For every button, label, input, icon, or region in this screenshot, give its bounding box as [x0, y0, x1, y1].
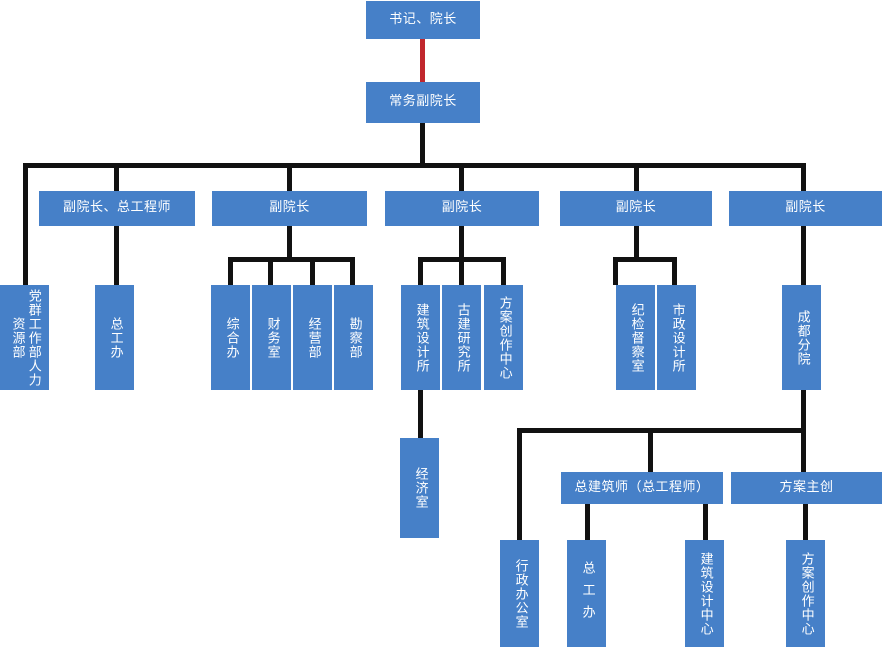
node-ancient-architecture-institute[interactable]: 古建研究所: [442, 285, 481, 390]
node-architecture-design-institute[interactable]: 建筑设计所: [401, 285, 440, 390]
connector-vp-2-drop-3: [310, 257, 315, 285]
node-admin-office[interactable]: 行政办公室: [500, 540, 539, 647]
node-executive-vice-president[interactable]: 常务副院长: [366, 82, 480, 123]
node-vp-chief-engineer[interactable]: 副院长、总工程师: [39, 191, 195, 226]
connector-chief-architect-to-design-center: [703, 504, 708, 541]
node-architecture-design-center[interactable]: 建筑设计中心: [685, 540, 724, 647]
connector-vp-2-drop-2: [268, 257, 273, 285]
connector-vp-3-trunk: [459, 226, 464, 259]
node-chengdu-branch[interactable]: 成都分院: [782, 285, 821, 390]
connector-chengdu-branch-bus: [517, 428, 806, 433]
node-vp-3[interactable]: 副院长: [385, 191, 539, 226]
connector-bus-to-vp-5: [801, 163, 806, 193]
node-chief-engineer-office[interactable]: 总工办: [95, 285, 134, 390]
node-finance-office[interactable]: 财务室: [252, 285, 291, 390]
node-branch-chief-engineer-office[interactable]: 总工办: [567, 540, 606, 647]
connector-bus-to-party-hr: [23, 163, 28, 285]
node-party-work-and-hr-dept[interactable]: 党群工作部人力资源部: [0, 285, 49, 390]
connector-vp-5-to-chengdu-branch: [801, 226, 806, 285]
connector-bus-to-vp-2: [287, 163, 292, 193]
connector-executive-vp-trunk: [420, 123, 425, 167]
node-survey-dept[interactable]: 勘察部: [334, 285, 373, 390]
node-vp-5[interactable]: 副院长: [729, 191, 882, 226]
connector-main-bus: [23, 163, 806, 168]
connector-architecture-design-institute-to-economics-office: [418, 390, 423, 439]
connector-vp-chief-engineer-to-chief-engineer-office: [114, 226, 119, 285]
connector-vp-2-drop-1: [228, 257, 233, 285]
node-vp-2[interactable]: 副院长: [212, 191, 367, 226]
connector-vp-3-drop-3: [501, 257, 506, 285]
connector-president-to-executive-vp: [420, 39, 425, 82]
connector-vp-3-drop-1: [418, 257, 423, 285]
node-municipal-design-institute[interactable]: 市政设计所: [657, 285, 696, 390]
node-secretary-president[interactable]: 书记、院长: [366, 1, 480, 39]
node-scheme-lead[interactable]: 方案主创: [731, 472, 882, 504]
node-scheme-creation-center[interactable]: 方案创作中心: [484, 285, 523, 390]
connector-vp-4-trunk: [634, 226, 639, 259]
connector-vp-2-bus: [228, 257, 355, 262]
connector-scheme-lead-to-creation-center: [803, 504, 808, 541]
connector-chief-architect-trunk: [585, 504, 590, 541]
connector-chengdu-drop-admin-office: [517, 428, 522, 541]
node-general-office[interactable]: 综合办: [211, 285, 250, 390]
connector-vp-2-trunk: [287, 226, 292, 259]
connector-vp-4-bus: [613, 257, 677, 262]
node-economics-office[interactable]: 经济室: [400, 438, 439, 538]
connector-chengdu-drop-scheme-lead: [801, 428, 806, 473]
connector-vp-2-drop-4: [350, 257, 355, 285]
node-vp-4[interactable]: 副院长: [560, 191, 712, 226]
connector-chengdu-branch-trunk: [801, 390, 806, 432]
connector-vp-4-drop-2: [672, 257, 677, 285]
node-branch-scheme-creation-center[interactable]: 方案创作中心: [786, 540, 825, 647]
node-chief-architect[interactable]: 总建筑师（总工程师）: [561, 472, 723, 504]
connector-bus-to-vp-3: [459, 163, 464, 193]
connector-vp-3-drop-2: [459, 257, 464, 285]
connector-vp-4-drop-1: [613, 257, 618, 285]
connector-bus-to-vp-4: [634, 163, 639, 193]
connector-bus-to-vp-chief-engineer: [114, 163, 119, 193]
node-operations-dept[interactable]: 经营部: [293, 285, 332, 390]
node-discipline-inspection-office[interactable]: 纪检督察室: [616, 285, 655, 390]
connector-chengdu-drop-chief-architect: [648, 428, 653, 473]
